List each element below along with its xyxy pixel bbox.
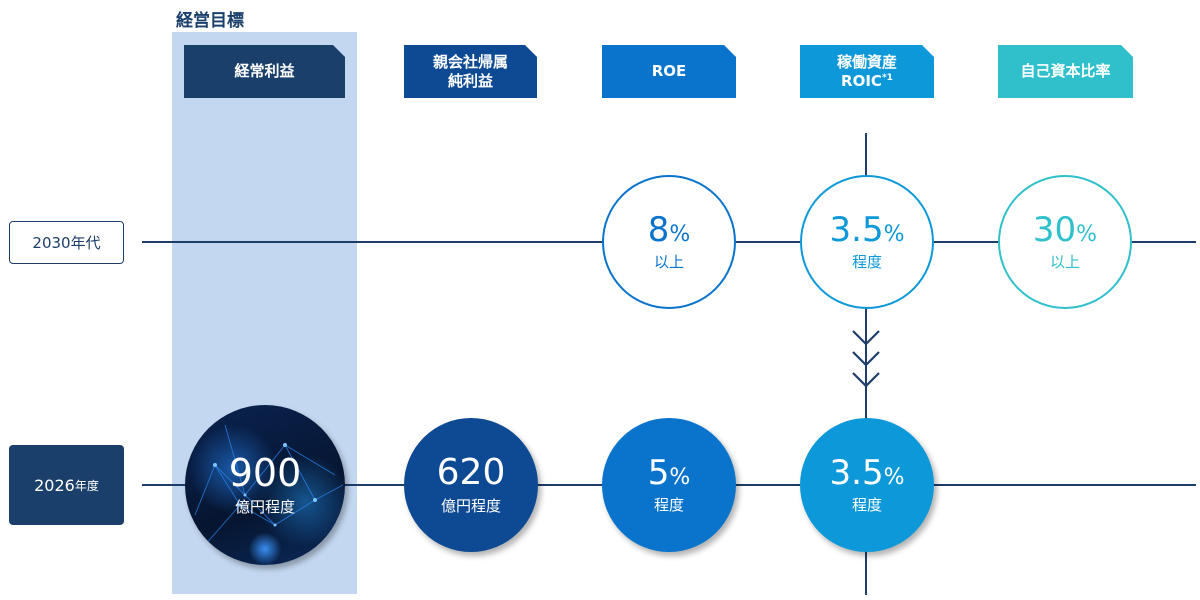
qualifier: 億円程度 [234,497,295,516]
value: 3.5 [829,209,884,250]
row-label-2030: 2030年代 [9,221,124,264]
row-label-year: 2026 [34,475,75,495]
unit: % [883,221,905,247]
tag-label-text: 稼働資産 ROIC [836,52,897,90]
tag-label: ROE [651,62,687,81]
target-2026-net-income: 620 億円程度 [404,418,538,552]
chevron-down-icon [852,330,880,388]
target-2030-roe: 8% 以上 [602,175,736,309]
tag-label: 自己資本比率 [1020,62,1111,81]
unit: % [669,464,691,490]
qualifier: 程度 [851,495,882,514]
target-2026-roic: 3.5% 程度 [800,418,934,552]
unit: % [883,464,905,490]
qualifier: 程度 [653,495,684,514]
value: 8 [647,209,670,250]
qualifier: 以上 [1049,252,1080,271]
tag-roe: ROE [602,45,736,98]
target-2026-ordinary-profit: 900 億円程度 [185,405,345,565]
footnote-marker: *1 [881,72,893,83]
value: 5 [647,452,670,493]
tag-net-income: 親会社帰属 純利益 [404,45,537,98]
tag-label: 経常利益 [234,62,295,81]
row-label-text: 2030年代 [32,234,101,252]
unit: % [1076,221,1098,247]
tag-equity-ratio: 自己資本比率 [998,45,1133,98]
qualifier: 億円程度 [440,496,501,515]
target-2030-equity-ratio: 30% 以上 [998,175,1132,309]
value: 30 [1032,209,1077,250]
tag-ordinary-profit: 経常利益 [184,45,345,98]
value: 620 [436,451,506,493]
value: 900 [228,450,302,495]
tag-label: 親会社帰属 純利益 [432,52,508,90]
tag-roic: 稼働資産 ROIC*1 [800,45,934,98]
value: 3.5 [829,452,884,493]
qualifier: 以上 [653,252,684,271]
network-background-icon [194,424,344,546]
tag-label: 稼働資産 ROIC*1 [837,53,897,91]
unit: % [669,221,691,247]
target-2030-roic: 3.5% 程度 [800,175,934,309]
qualifier: 程度 [851,252,882,271]
row-label-suffix: 年度 [74,478,99,493]
target-2026-roe: 5% 程度 [602,418,736,552]
section-title: 経営目標 [176,11,244,31]
